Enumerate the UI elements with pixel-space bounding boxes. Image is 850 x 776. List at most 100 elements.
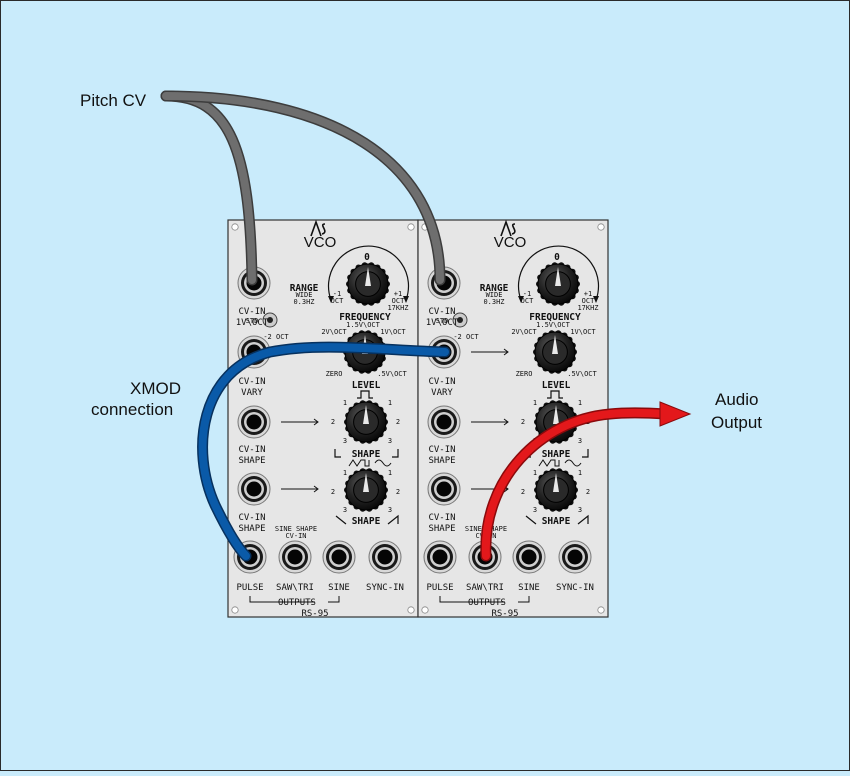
module-title: VCO	[304, 234, 337, 251]
range-hz-label: 0.3HZ	[293, 298, 314, 306]
sync-in-label: SYNC-IN	[366, 583, 404, 593]
sync-in-jack[interactable]	[368, 540, 402, 574]
outputs-bracket	[439, 596, 530, 603]
level-knob[interactable]	[344, 400, 388, 444]
outputs-bracket	[249, 596, 340, 603]
audio-label-line2: Output	[711, 413, 762, 432]
sync-in-jack[interactable]	[558, 540, 592, 574]
pointer-icon	[553, 473, 559, 492]
cv-in-shape-jack-1[interactable]	[427, 405, 461, 439]
sine-output-label: SINE	[518, 583, 540, 593]
freq-sub-label: 1.5V\OCT	[346, 321, 381, 329]
std-toggle-switch[interactable]	[262, 312, 278, 328]
sine-output-jack[interactable]	[322, 540, 356, 574]
freq-1v-label: 1V\OCT	[570, 328, 596, 336]
level-1r-label: 1	[578, 399, 582, 407]
arc-arrow-left-icon	[328, 296, 334, 303]
xmod-label-line2: connection	[91, 400, 173, 419]
cv-in-shape-jack-1[interactable]	[237, 405, 271, 439]
cv-in-label: CV-IN	[428, 513, 455, 523]
saw-tri-output-label: SAW\TRI	[466, 583, 504, 593]
frequency-label: FREQUENCY	[529, 312, 581, 323]
level-3r-label: 3	[578, 437, 582, 445]
cv-vary-label: VARY	[431, 388, 453, 398]
right-arrow-icon	[503, 348, 509, 356]
panel-screw-icon	[421, 606, 429, 614]
pulse-output-jack[interactable]	[423, 540, 457, 574]
arc-arrow-right-icon	[593, 296, 599, 303]
shape-knob[interactable]	[344, 468, 388, 512]
shape-2r-label: 2	[396, 488, 400, 496]
level-3r-label: 3	[388, 437, 392, 445]
panel-screw-icon	[231, 606, 239, 614]
shape-3-label: 3	[533, 506, 537, 514]
right-arrow-icon	[313, 485, 319, 493]
pitch-cv-label: Pitch CV	[80, 91, 147, 110]
std-toggle-switch[interactable]	[452, 312, 468, 328]
level-label: LEVEL	[352, 380, 381, 391]
pulse-shape-label: SHAPE	[542, 449, 571, 460]
range-hz-label: 0.3HZ	[483, 298, 504, 306]
pointer-icon	[555, 267, 561, 286]
arc-arrow-right-icon	[403, 296, 409, 303]
freq-2v-label: 2V\OCT	[511, 328, 537, 336]
cv-in-label: CV-IN	[428, 445, 455, 455]
pointer-icon	[552, 335, 558, 354]
cv-in-shape-jack-2[interactable]	[237, 472, 271, 506]
range-zero-label: 0	[364, 252, 370, 263]
pointer-icon	[365, 267, 371, 286]
saw-tri-output-jack[interactable]	[278, 540, 312, 574]
level-2r-label: 2	[396, 418, 400, 426]
pointer-icon	[553, 405, 559, 424]
sine-output-label: SINE	[328, 583, 350, 593]
shape-1r-label: 1	[388, 469, 392, 477]
panel-screw-icon	[407, 223, 415, 231]
pitch-cv-cable	[160, 90, 446, 286]
saw-tri-output-label: SAW\TRI	[276, 583, 314, 593]
sine-cv-in-label: CV-IN	[285, 532, 306, 540]
freq-2v-label: 2V\OCT	[321, 328, 347, 336]
freq-sub-label: 1.5V\OCT	[536, 321, 571, 329]
frequency-knob[interactable]	[343, 330, 387, 374]
level-3-label: 3	[343, 437, 347, 445]
cv-in-label: CV-IN	[428, 307, 455, 317]
sine-output-jack[interactable]	[512, 540, 546, 574]
range-label: RANGE	[480, 283, 509, 294]
bracket-icon	[334, 449, 399, 458]
xmod-label-line1: XMOD	[130, 379, 181, 398]
arrowhead-icon	[659, 401, 692, 427]
pulse-wave-icon	[547, 390, 563, 399]
cv-in-shape-jack-2[interactable]	[427, 472, 461, 506]
shape-2-label: 2	[331, 488, 335, 496]
range-arc	[517, 245, 600, 301]
module-title: VCO	[494, 234, 527, 251]
pointer-icon	[363, 473, 369, 492]
cv-1v-oct-label: 1V\OCT	[236, 318, 269, 328]
shape-2-label: 2	[521, 488, 525, 496]
shape-waves-icon	[348, 459, 392, 467]
frequency-knob[interactable]	[533, 330, 577, 374]
shape-2r-label: 2	[586, 488, 590, 496]
pulse-shape-label: SHAPE	[352, 449, 381, 460]
shape-knob[interactable]	[534, 468, 578, 512]
range-knob[interactable]	[536, 262, 580, 306]
range-knob[interactable]	[346, 262, 390, 306]
level-2-label: 2	[331, 418, 335, 426]
range-max-label: 17KHZ	[577, 304, 598, 312]
range-arc	[327, 245, 410, 301]
cv-shape-label: SHAPE	[428, 456, 455, 466]
panel-screw-icon	[231, 223, 239, 231]
range-zero-label: 0	[554, 252, 560, 263]
minus2-oct-label: -2 OCT	[453, 333, 479, 341]
pulse-output-label: PULSE	[236, 583, 263, 593]
level-1r-label: 1	[388, 399, 392, 407]
cv-in-label: CV-IN	[238, 513, 265, 523]
panel-screw-icon	[597, 223, 605, 231]
cv-1v-oct-label: 1V\OCT	[426, 318, 459, 328]
shape-3-label: 3	[343, 506, 347, 514]
right-arrow-icon	[313, 418, 319, 426]
freq-zero-label: ZERO	[326, 370, 343, 378]
panel-screw-icon	[597, 606, 605, 614]
